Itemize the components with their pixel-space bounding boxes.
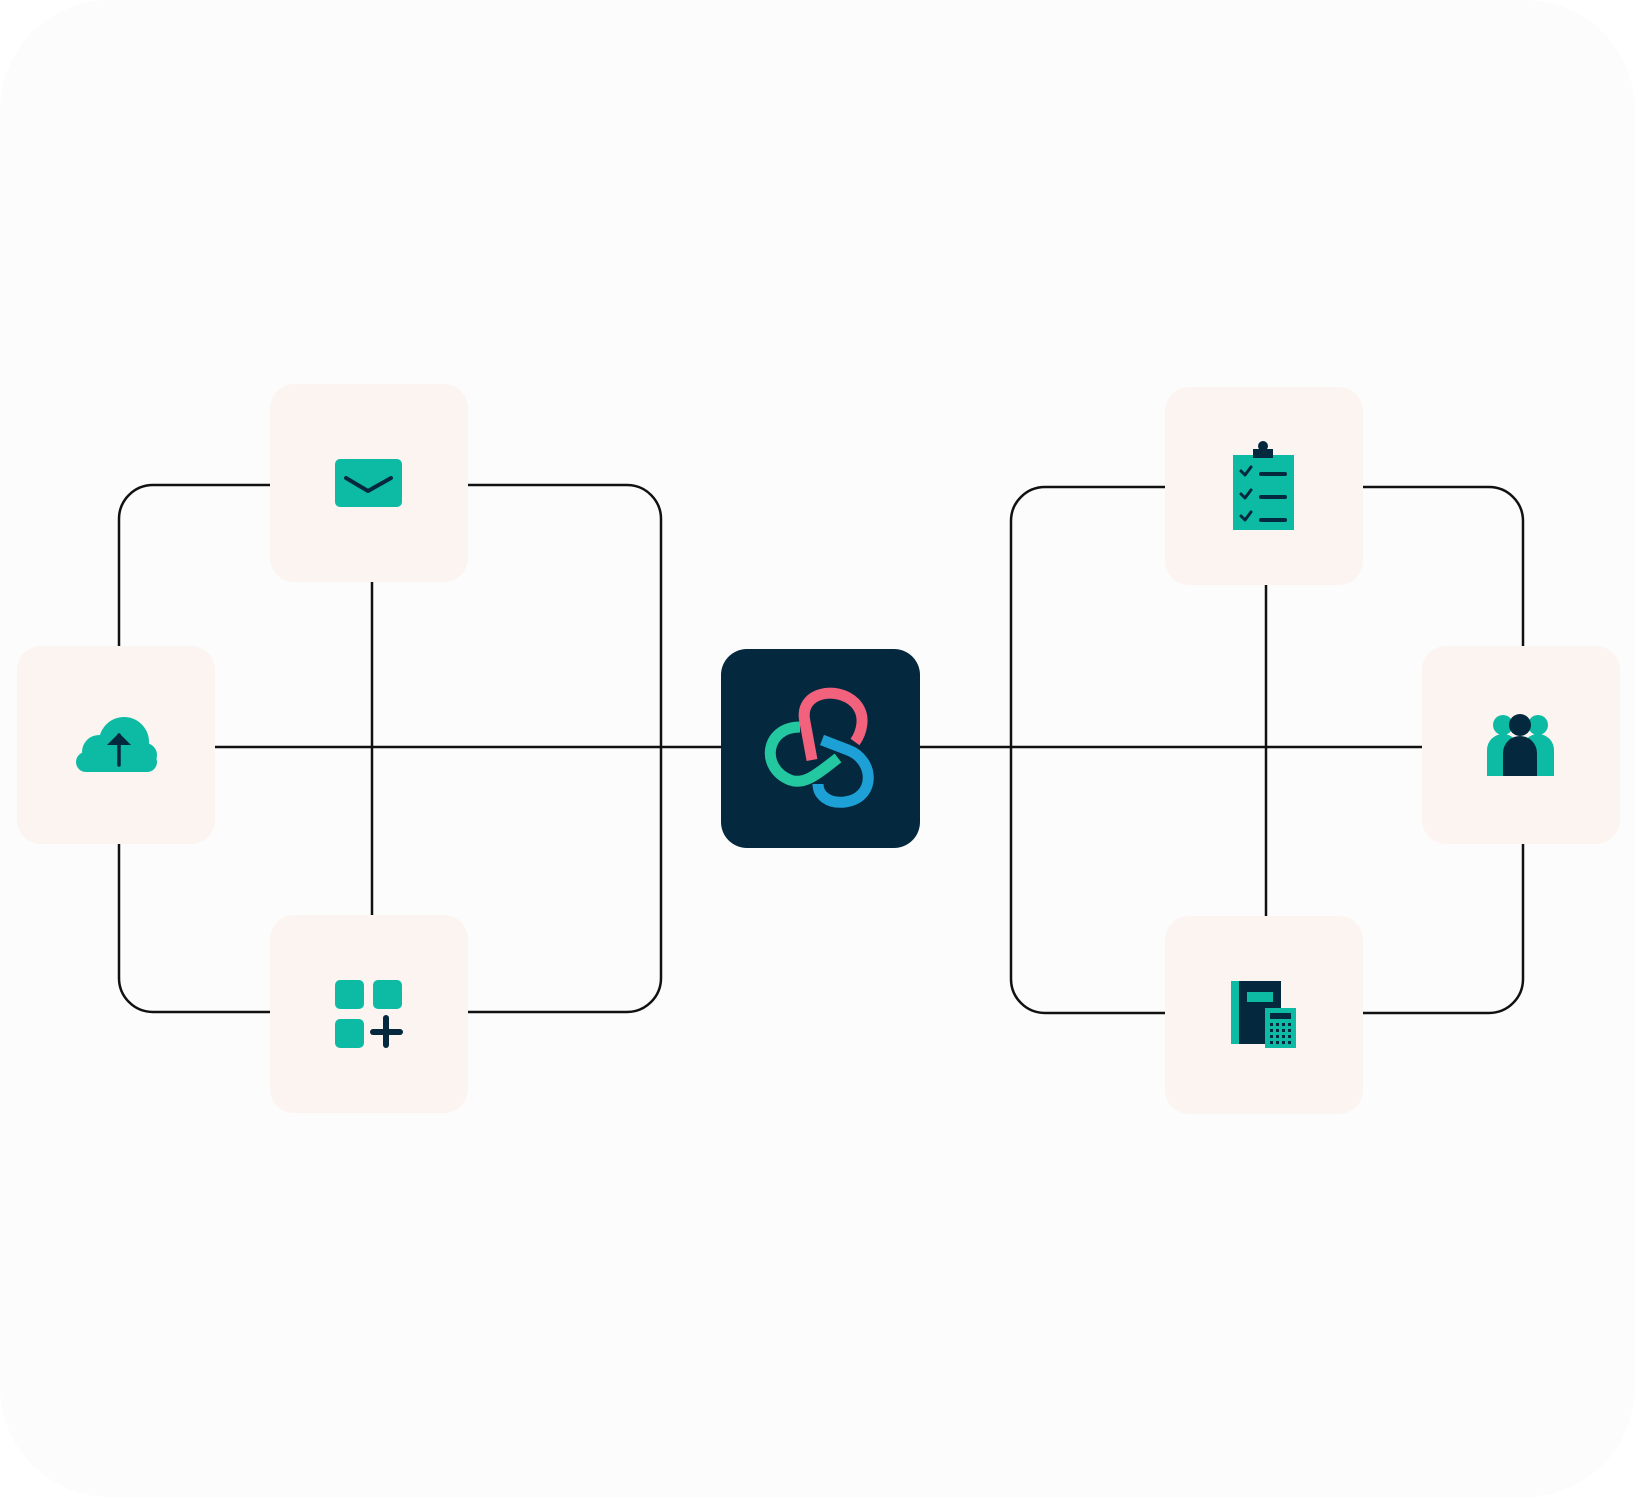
- calculator-key: [1288, 1029, 1291, 1032]
- calculator-key: [1288, 1041, 1291, 1044]
- calculator-key: [1288, 1035, 1291, 1038]
- right-frame-connector: [1009, 485, 1525, 1015]
- calculator-key: [1282, 1035, 1285, 1038]
- logo-loop-pink: [798, 687, 868, 761]
- envelope-icon: [335, 459, 402, 507]
- tile-clipboard: [1165, 387, 1363, 585]
- calculator-key: [1276, 1035, 1279, 1038]
- tile-calculator: [1165, 916, 1363, 1114]
- logo-loop-green: [764, 721, 842, 787]
- tile-envelope: [270, 384, 468, 582]
- clipboard-checklist-icon: [1233, 441, 1294, 530]
- left-frame-connector: [117, 483, 663, 1014]
- calculator-key: [1270, 1041, 1273, 1044]
- cloud-upload-icon: [76, 717, 157, 772]
- tile-app-grid: [270, 915, 468, 1113]
- logo-loop-blue: [812, 734, 874, 808]
- tile-cloud-upload: [17, 646, 215, 844]
- tile-people: [1422, 646, 1620, 844]
- calculator-key: [1288, 1023, 1291, 1026]
- calculator-key: [1282, 1041, 1285, 1044]
- calculator-key: [1276, 1023, 1279, 1026]
- hub-tile: [721, 649, 920, 848]
- people-group-icon: [1487, 714, 1554, 776]
- interlinked-loops-logo: [764, 687, 874, 808]
- calculator-key: [1270, 1035, 1273, 1038]
- calculator-key: [1282, 1023, 1285, 1026]
- app-grid-add-icon: [335, 980, 403, 1048]
- calculator-key: [1270, 1029, 1273, 1032]
- calculator-key: [1276, 1041, 1279, 1044]
- calculator-key: [1270, 1023, 1273, 1026]
- calculator-key: [1282, 1029, 1285, 1032]
- calculator-key: [1276, 1029, 1279, 1032]
- calculator-ledger-icon: [1231, 981, 1296, 1048]
